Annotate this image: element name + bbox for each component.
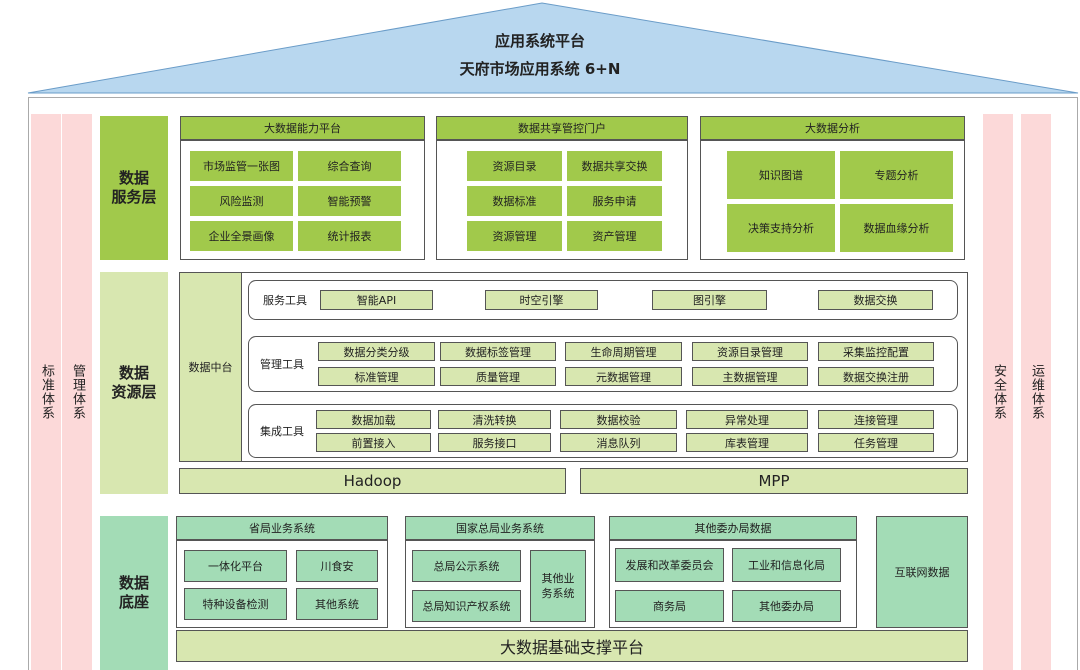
item-other-business: 其他业务系统 xyxy=(530,550,586,622)
tool-graph-engine: 图引擎 xyxy=(652,290,767,310)
service-tools-label: 服务工具 xyxy=(263,294,307,307)
tool-data-classification: 数据分类分级 xyxy=(318,342,435,361)
tool-catalog-manage: 资源目录管理 xyxy=(692,342,808,361)
pillar-management: 管理体系 xyxy=(62,114,92,670)
internet-data-box: 互联网数据 xyxy=(876,516,968,628)
item-data-standard: 数据标准 xyxy=(467,186,562,216)
tool-collect-config: 采集监控配置 xyxy=(818,342,934,361)
tool-service-interface: 服务接口 xyxy=(438,433,551,452)
group-header-analytics: 大数据分析 xyxy=(700,116,965,140)
pillar-security: 安全体系 xyxy=(983,114,1013,670)
house-frame xyxy=(28,97,1078,670)
base-layer-label: 数据 底座 xyxy=(118,574,149,611)
item-national-publicity: 总局公示系统 xyxy=(412,550,521,582)
item-other-bureaus: 其他委办局 xyxy=(732,590,841,622)
item-knowledge-graph: 知识图谱 xyxy=(727,151,835,199)
tool-quality-manage: 质量管理 xyxy=(440,367,556,386)
item-special-equipment: 特种设备检测 xyxy=(184,588,287,620)
item-chuanshian: 川食安 xyxy=(296,550,378,582)
tool-metadata-manage: 元数据管理 xyxy=(565,367,682,386)
tool-data-load: 数据加载 xyxy=(316,410,431,429)
group-header-sharing-portal: 数据共享管控门户 xyxy=(436,116,688,140)
tool-task-manage: 任务管理 xyxy=(818,433,934,452)
item-resource-manage: 资源管理 xyxy=(467,221,562,251)
group-header-capability: 大数据能力平台 xyxy=(180,116,425,140)
item-market-map: 市场监管一张图 xyxy=(190,151,293,181)
tool-spatiotemporal-engine: 时空引擎 xyxy=(485,290,598,310)
roof-subtitle: 天府市场应用系统 6+N xyxy=(459,59,621,78)
service-layer-label-box: 数据 服务层 xyxy=(100,116,168,260)
pillar-standard: 标准体系 xyxy=(31,114,61,670)
tool-data-validate: 数据校验 xyxy=(560,410,677,429)
mgmt-tools-label: 管理工具 xyxy=(260,358,304,371)
item-national-ip: 总局知识产权系统 xyxy=(412,590,521,622)
pillar-ops: 运维体系 xyxy=(1021,114,1051,670)
hadoop-bar: Hadoop xyxy=(179,468,566,494)
tool-exchange-register: 数据交换注册 xyxy=(818,367,934,386)
item-smart-alert: 智能预警 xyxy=(298,186,401,216)
item-integrated-platform: 一体化平台 xyxy=(184,550,287,582)
group-header-provincial: 省局业务系统 xyxy=(176,516,388,540)
tool-table-manage: 库表管理 xyxy=(686,433,808,452)
item-industry-it: 工业和信息化局 xyxy=(732,548,841,582)
item-comprehensive-query: 综合查询 xyxy=(298,151,401,181)
tool-standard-manage: 标准管理 xyxy=(318,367,435,386)
base-layer-label-box: 数据 底座 xyxy=(100,516,168,670)
item-other-systems: 其他系统 xyxy=(296,588,378,620)
tool-exception-handle: 异常处理 xyxy=(686,410,808,429)
tool-message-queue: 消息队列 xyxy=(560,433,677,452)
tool-lifecycle-manage: 生命周期管理 xyxy=(565,342,682,361)
tool-data-exchange: 数据交换 xyxy=(818,290,933,310)
item-data-exchange: 数据共享交换 xyxy=(567,151,662,181)
item-lineage-analysis: 数据血缘分析 xyxy=(840,204,953,252)
tool-smart-api: 智能API xyxy=(320,290,433,310)
roof-title: 应用系统平台 xyxy=(494,31,585,50)
item-development-reform: 发展和改革委员会 xyxy=(615,548,724,582)
bigdata-platform-base: 大数据基础支撑平台 xyxy=(176,630,968,662)
roof-shape xyxy=(27,2,1079,94)
item-enterprise-portrait: 企业全景画像 xyxy=(190,221,293,251)
item-risk-monitor: 风险监测 xyxy=(190,186,293,216)
item-decision-analysis: 决策支持分析 xyxy=(727,204,835,252)
item-asset-manage: 资产管理 xyxy=(567,221,662,251)
group-header-other-bureaus: 其他委办局数据 xyxy=(609,516,857,540)
tool-tag-manage: 数据标签管理 xyxy=(440,342,556,361)
resource-layer-label: 数据 资源层 xyxy=(111,364,157,401)
data-middle-platform-label: 数据中台 xyxy=(180,273,242,461)
tool-front-access: 前置接入 xyxy=(316,433,431,452)
tool-master-data-manage: 主数据管理 xyxy=(692,367,808,386)
mpp-bar: MPP xyxy=(580,468,968,494)
group-header-national: 国家总局业务系统 xyxy=(405,516,595,540)
integ-tools-label: 集成工具 xyxy=(260,425,304,438)
item-service-apply: 服务申请 xyxy=(567,186,662,216)
item-commerce: 商务局 xyxy=(615,590,724,622)
item-topic-analysis: 专题分析 xyxy=(840,151,953,199)
item-stat-report: 统计报表 xyxy=(298,221,401,251)
item-resource-catalog: 资源目录 xyxy=(467,151,562,181)
service-layer-label: 数据 服务层 xyxy=(111,169,157,206)
tool-connection-manage: 连接管理 xyxy=(818,410,934,429)
resource-layer-label-box: 数据 资源层 xyxy=(100,272,168,494)
tool-clean-transform: 清洗转换 xyxy=(438,410,551,429)
